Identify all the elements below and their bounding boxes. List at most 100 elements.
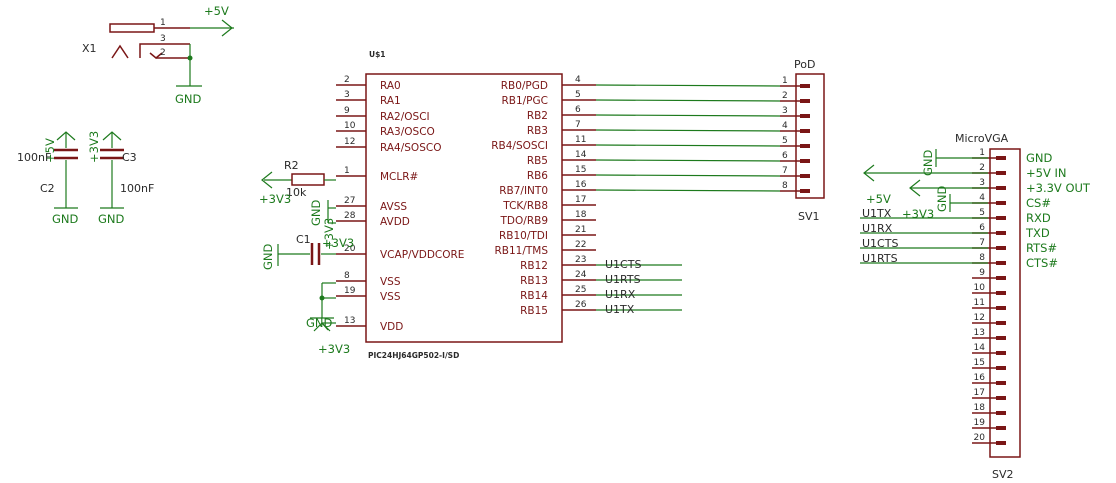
vcap-3v3-label: +3V3 bbox=[322, 236, 354, 250]
sv2-pin-number: 9 bbox=[979, 268, 985, 278]
u1-right-pin-number: 25 bbox=[575, 285, 586, 295]
sv2-pin-number: 8 bbox=[979, 253, 985, 263]
sv2-body bbox=[989, 148, 1021, 458]
pod-wire bbox=[595, 99, 781, 102]
sv2-3v3-label: +3V3 bbox=[902, 207, 934, 221]
u1-right-pin-name: RB11/TMS bbox=[494, 245, 548, 257]
u1-right-pin-number: 16 bbox=[575, 180, 587, 190]
x1-ref: X1 bbox=[82, 42, 97, 55]
sv1-pin-number: 3 bbox=[782, 106, 788, 116]
u1-left-pin-name: AVDD bbox=[380, 216, 410, 228]
sv2-pin-number: 15 bbox=[974, 358, 985, 368]
sv2-pin-contact bbox=[996, 216, 1006, 220]
sv2-pin-number: 1 bbox=[979, 148, 985, 158]
pod-wire bbox=[595, 144, 781, 147]
u1-left-pin-number: 9 bbox=[344, 106, 350, 116]
sv2-function-label: TXD bbox=[1025, 226, 1050, 240]
c3-3v3-label: +3V3 bbox=[87, 131, 101, 163]
sv1-pin-number: 8 bbox=[782, 181, 788, 191]
sv2-function-label: GND bbox=[1026, 151, 1053, 165]
avdd-3v3-label: +3V3 bbox=[322, 218, 336, 250]
u1-right-pin-name: RB7/INT0 bbox=[499, 185, 548, 197]
sv2-pin-contact bbox=[996, 411, 1006, 415]
u1-left-pin-name: VSS bbox=[380, 291, 401, 303]
u1-left-pin-number: 20 bbox=[344, 244, 356, 254]
x1-5v-label: +5V bbox=[204, 4, 229, 18]
sv2-pin-number: 6 bbox=[979, 223, 985, 233]
u1-part: PIC24HJ64GP502-I/SD bbox=[368, 351, 459, 360]
u1-left-pin-number: 8 bbox=[344, 271, 350, 281]
sv2-gnd4-label: GND bbox=[935, 185, 949, 212]
x1-wires bbox=[176, 19, 234, 87]
u1-right-pin-name: RB3 bbox=[527, 125, 548, 137]
sv2-pin-contact bbox=[996, 291, 1006, 295]
u1-left-pin-name: RA4/SOSCO bbox=[380, 142, 441, 154]
c3-gnd-label: GND bbox=[98, 212, 125, 226]
sv2-power-wires bbox=[863, 149, 988, 212]
sv2-pin-number: 16 bbox=[974, 373, 986, 383]
sv1-pin-number: 7 bbox=[782, 166, 788, 176]
u1-left-pin-name: RA2/OSCI bbox=[380, 111, 430, 123]
u1-left-pin-name: RA3/OSCO bbox=[380, 126, 435, 138]
sv2-function-label: RTS# bbox=[1026, 241, 1057, 255]
sv1-pin-contact bbox=[800, 84, 810, 88]
u1-left-pin-name: VDD bbox=[380, 321, 403, 333]
avss-gnd-label: GND bbox=[309, 199, 323, 226]
u1-left-pin-number: 1 bbox=[344, 166, 350, 176]
c1-ref: C1 bbox=[296, 233, 311, 246]
sv1-pin-number: 1 bbox=[782, 76, 788, 86]
u1-right-pin-number: 4 bbox=[575, 75, 581, 85]
u1-right-pin-name: RB10/TDI bbox=[499, 230, 548, 242]
x1-pin-2: 2 bbox=[160, 48, 166, 58]
sv2-pin-contact bbox=[996, 381, 1006, 385]
u1-right-pin-number: 23 bbox=[575, 255, 586, 265]
pod-wire bbox=[595, 174, 781, 177]
u1-left-pin-number: 2 bbox=[344, 75, 350, 85]
sv1-pin-number: 4 bbox=[782, 121, 788, 131]
r2-value: 10k bbox=[286, 186, 307, 199]
c1-capacitor bbox=[277, 243, 336, 266]
pod-wire bbox=[595, 189, 781, 192]
r2-ref: R2 bbox=[284, 159, 299, 172]
u1-right-pin-name: RB1/PGC bbox=[501, 95, 548, 107]
sv2-pin-contact bbox=[996, 321, 1006, 325]
pod-wire bbox=[595, 129, 781, 132]
pod-wire bbox=[595, 84, 781, 87]
sv2-function-label: RXD bbox=[1026, 211, 1051, 225]
u1-left-pin-number: 28 bbox=[344, 211, 356, 221]
sv2-pin-contact bbox=[996, 396, 1006, 400]
sv2-pin-contact bbox=[996, 351, 1006, 355]
uart-net-label: U1RTS bbox=[605, 273, 641, 286]
sv2-pin-contact bbox=[996, 306, 1006, 310]
sv2-pin-number: 2 bbox=[979, 163, 985, 173]
u1-right-pin-name: RB0/PGD bbox=[501, 80, 548, 92]
sv2-uart-label: U1CTS bbox=[862, 237, 898, 250]
avss-avdd-wires bbox=[327, 200, 336, 224]
u1-right-pin-number: 26 bbox=[575, 300, 587, 310]
x1-jack: 1 3 2 X1 bbox=[82, 18, 190, 59]
vss-vdd-wires bbox=[310, 282, 336, 332]
sv2-pin-number: 13 bbox=[974, 328, 985, 338]
u1-right-pin-name: RB2 bbox=[527, 110, 548, 122]
u1-body bbox=[365, 73, 563, 343]
u1-right-pin-number: 24 bbox=[575, 270, 587, 280]
u1-left-pin-name: RA1 bbox=[380, 95, 401, 107]
sv2-pin-number: 18 bbox=[974, 403, 986, 413]
uart-net-label: U1RX bbox=[605, 288, 636, 301]
sv2-function-label: CS# bbox=[1026, 196, 1051, 210]
u1-right-pin-number: 21 bbox=[575, 225, 586, 235]
sv2-pin-number: 14 bbox=[974, 343, 986, 353]
sv1-pin-contact bbox=[800, 99, 810, 103]
x1-gnd-label: GND bbox=[175, 92, 202, 106]
r2-3v3-label: +3V3 bbox=[259, 192, 291, 206]
sv2-5v-label: +5V bbox=[866, 192, 891, 206]
c1-gnd-label: GND bbox=[261, 243, 275, 270]
sv2-function-label: +5V IN bbox=[1026, 166, 1066, 180]
u1-left-pin-number: 10 bbox=[344, 121, 356, 131]
u1-right-pin-name: TCK/RB8 bbox=[502, 200, 548, 212]
